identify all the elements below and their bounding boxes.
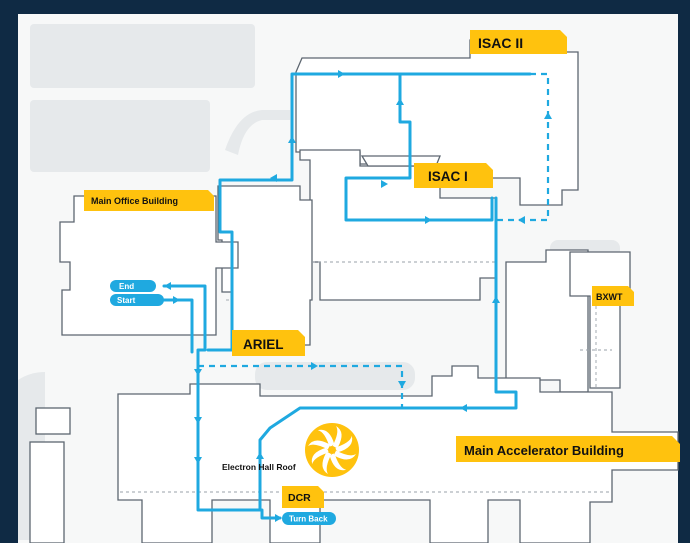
route-arrow-icon xyxy=(275,514,282,522)
route-arrow-icon xyxy=(460,404,467,412)
label-main-accelerator: Main Accelerator Building xyxy=(456,436,680,462)
label-isac-ii-text: ISAC II xyxy=(478,35,523,51)
tour-route-dashed xyxy=(198,72,552,408)
route-arrow-icon xyxy=(396,98,404,105)
route-arrow-icon xyxy=(256,452,264,459)
route-arrow-icon xyxy=(338,70,345,78)
label-isac-ii: ISAC II xyxy=(470,30,567,54)
main-accelerator-building xyxy=(117,365,679,543)
marker-turn-back: Turn Back xyxy=(282,512,336,525)
route-arrow-icon xyxy=(425,216,432,224)
route-arrow-icon xyxy=(311,362,318,370)
route-arrow-icon xyxy=(270,174,277,182)
label-isac-i-text: ISAC I xyxy=(428,169,468,184)
label-ariel: ARIEL xyxy=(232,330,305,356)
tour-route xyxy=(162,70,532,522)
marker-end: End xyxy=(110,280,156,292)
route-arrow-icon xyxy=(288,136,296,143)
label-main-office-text: Main Office Building xyxy=(91,196,178,206)
ariel-building xyxy=(217,185,313,346)
label-main-office: Main Office Building xyxy=(84,190,214,211)
marker-turn-back-text: Turn Back xyxy=(289,515,328,524)
buildings xyxy=(29,39,679,543)
marker-start: Start xyxy=(110,294,164,306)
route-arrow-icon xyxy=(164,282,171,290)
label-dcr: DCR xyxy=(282,486,324,508)
route-arrow-icon xyxy=(544,112,552,119)
label-electron-hall-roof: Electron Hall Roof xyxy=(222,462,296,472)
route-arrow-icon xyxy=(518,216,525,224)
route-arrow-icon xyxy=(398,381,406,388)
label-isac-i: ISAC I xyxy=(414,163,493,188)
main-office-building xyxy=(59,195,239,336)
route-arrow-icon xyxy=(173,296,180,304)
label-main-accelerator-text: Main Accelerator Building xyxy=(464,443,624,458)
long-building-west xyxy=(29,441,65,543)
route-arrow-icon xyxy=(381,180,388,188)
label-dcr-text: DCR xyxy=(288,492,311,504)
marker-start-text: Start xyxy=(117,296,136,305)
route-arrow-icon xyxy=(194,457,202,464)
label-bxwt-text: BXWT xyxy=(596,292,623,302)
cyclotron-logo-icon xyxy=(305,423,359,477)
route-arrow-icon xyxy=(194,369,202,376)
small-building-west xyxy=(35,407,71,435)
marker-end-text: End xyxy=(119,282,134,291)
route-arrow-icon xyxy=(194,417,202,424)
route-arrow-icon xyxy=(492,296,500,303)
label-ariel-text: ARIEL xyxy=(243,337,284,352)
interior-lines xyxy=(120,261,612,493)
label-bxwt: BXWT xyxy=(592,286,634,306)
